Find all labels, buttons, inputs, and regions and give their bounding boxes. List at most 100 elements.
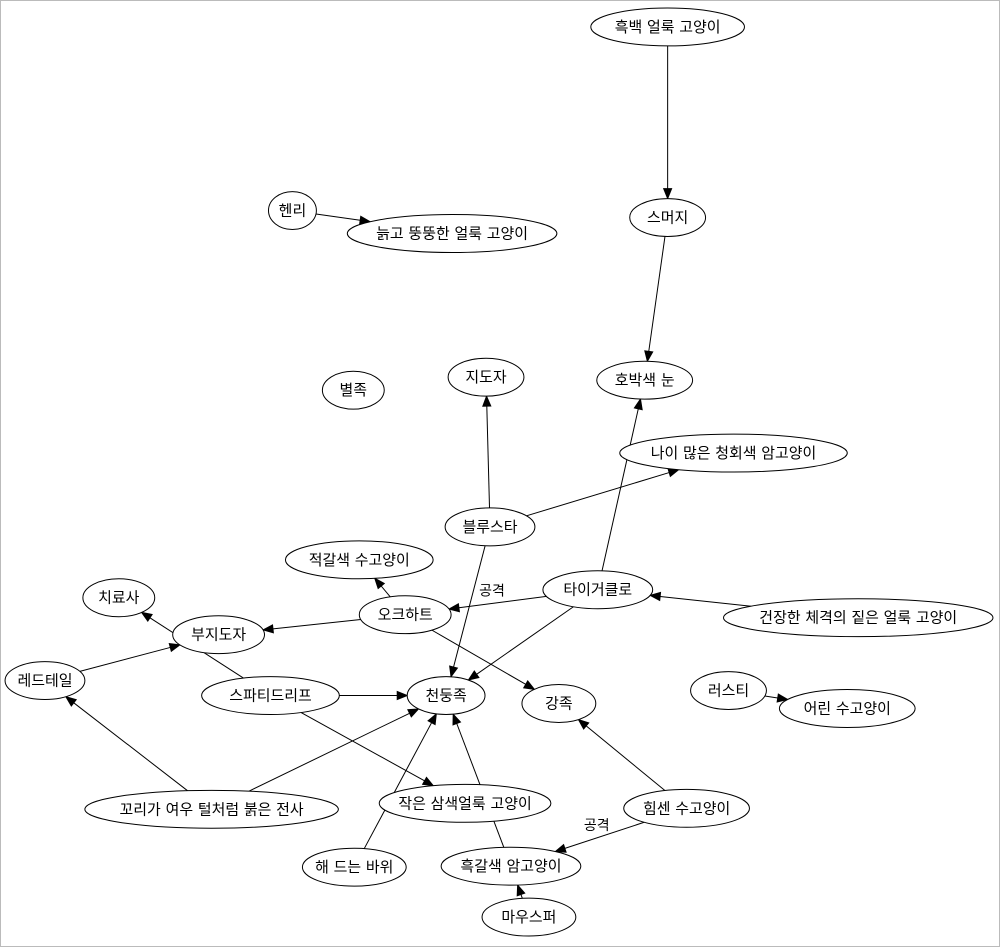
node-spottedleaf: 스파티드리프 (201, 676, 340, 715)
arrowhead-icon (261, 624, 274, 634)
edge-line (601, 408, 639, 571)
edge-line (764, 695, 778, 699)
node-label: 나이 많은 청회색 암고양이 (651, 444, 817, 462)
arrowhead-icon (467, 670, 480, 681)
arrowhead-icon (554, 843, 567, 853)
node-ellipse (201, 676, 340, 715)
node-label: 작은 삼색얼룩 고양이 (398, 794, 531, 812)
edge-line (315, 213, 361, 221)
node-amber-eyes: 호박색 눈 (596, 360, 694, 400)
edge-label-attack_2: 공격 (584, 818, 610, 834)
node-ellipse (301, 847, 407, 887)
node-deputy: 지도자 (447, 357, 525, 397)
node-label: 힘센 수고양이 (643, 799, 730, 817)
edge-oakheart-to-ginger_tom (373, 577, 391, 598)
node-rusty: 러스티 (690, 671, 767, 710)
arrowhead-icon (662, 188, 673, 200)
arrowhead-icon (633, 397, 643, 411)
edge-healthy_dark_tabby-to-tigerclaw (648, 591, 752, 607)
node-ellipse (481, 897, 577, 937)
node-label: 흑갈색 암고양이 (460, 857, 561, 875)
node-label: 강족 (545, 695, 573, 713)
node-ellipse (82, 578, 156, 618)
node-label: 스머지 (647, 209, 688, 227)
node-label: 오크하트 (378, 606, 433, 624)
edge-spottedleaf-to-thunderclan (339, 690, 409, 701)
edge-line (363, 722, 433, 849)
edge-line (380, 585, 391, 598)
node-ellipse (321, 370, 385, 410)
edge-fox_tail_warrior-to-redtail (64, 695, 188, 792)
node-label: 꼬리가 여우 털처럼 붉은 전사 (120, 800, 304, 818)
edge-tigerclaw-to-amber_eyes (601, 397, 643, 571)
arrowhead-icon (449, 665, 459, 679)
node-label: 적갈색 수고양이 (309, 551, 410, 569)
node-ellipse (440, 846, 582, 886)
node-label: 블루스타 (463, 518, 518, 536)
arrowhead-icon (447, 602, 460, 613)
arrowhead-icon (644, 350, 654, 363)
node-ellipse (172, 615, 265, 655)
arrowhead-icon (482, 394, 492, 407)
node-label: 러스티 (708, 682, 749, 700)
arrowhead-icon (452, 712, 462, 726)
node-ellipse (778, 689, 916, 728)
arrowhead-icon (64, 695, 78, 707)
node-oakheart: 오크하트 (358, 595, 452, 635)
node-label: 타이거클로 (563, 581, 632, 599)
node-healthy-dark-tabby: 건장한 체격의 짙은 얼룩 고양이 (723, 598, 994, 638)
node-tigerclaw: 타이거클로 (542, 570, 654, 610)
node-ellipse (378, 783, 552, 823)
node-label: 스파티드리프 (229, 687, 312, 705)
arrowhead-icon (427, 712, 437, 726)
edge-tigerclaw-to-oakheart (447, 595, 547, 613)
node-ellipse (723, 598, 994, 638)
edge-line (248, 712, 410, 792)
node-strong-tom: 힘센 수고양이 (623, 788, 750, 828)
node-ellipse (629, 198, 707, 238)
node-ellipse (84, 789, 339, 829)
edge-henry-to-old_fat_tabby (315, 213, 372, 225)
node-ellipse (284, 540, 434, 580)
node-loner: 별족 (321, 370, 385, 410)
edge-line (660, 595, 752, 607)
node-label: 치료사 (98, 589, 140, 607)
edge-strong_tom-to-dark_brown_she_cat: 공격 (554, 818, 645, 853)
edge-sunning_rocks-to-thunderclan (363, 712, 437, 849)
edge-mousefur-to-dark_brown_she_cat (516, 883, 526, 899)
edge-smudge-to-amber_eyes (644, 236, 666, 363)
node-label: 늙고 뚱뚱한 얼룩 고양이 (376, 225, 528, 243)
edge-line (73, 702, 188, 792)
arrowhead-icon (140, 611, 153, 623)
edge-line (431, 629, 526, 685)
node-label: 지도자 (465, 368, 507, 386)
node-label: 건장한 체격의 짙은 얼룩 고양이 (759, 609, 957, 627)
edge-strong_tom-to-riverclan (577, 718, 666, 791)
arrowhead-icon (407, 708, 420, 718)
edge-line (79, 646, 171, 672)
node-ellipse (542, 570, 654, 610)
edge-redtail-to-sub_leader (79, 642, 182, 672)
edge-oakheart-to-sub_leader (261, 618, 361, 634)
node-label: 마우스퍼 (501, 908, 556, 926)
arrowhead-icon (577, 718, 590, 730)
node-label: 부지도자 (191, 626, 246, 644)
arrowhead-icon (396, 690, 409, 701)
edge-spottedleaf-to-small_tortie (300, 712, 435, 787)
node-ellipse (596, 360, 694, 400)
node-label: 레드테일 (17, 672, 72, 690)
arrowhead-icon (776, 693, 789, 703)
node-ellipse (521, 684, 597, 723)
node-riverclan: 강족 (521, 684, 597, 723)
node-label: 흑백 얼룩 고양이 (615, 18, 721, 36)
node-old-blue-gray: 나이 많은 청회색 암고양이 (619, 433, 848, 473)
node-label: 헨리 (279, 202, 307, 220)
node-fox-tail-warrior: 꼬리가 여우 털처럼 붉은 전사 (84, 789, 339, 829)
node-ellipse (690, 671, 767, 710)
node-ellipse (590, 7, 745, 47)
node-medicine-cat: 치료사 (82, 578, 156, 618)
edge-tigerclaw-to-thunderclan (467, 606, 574, 681)
